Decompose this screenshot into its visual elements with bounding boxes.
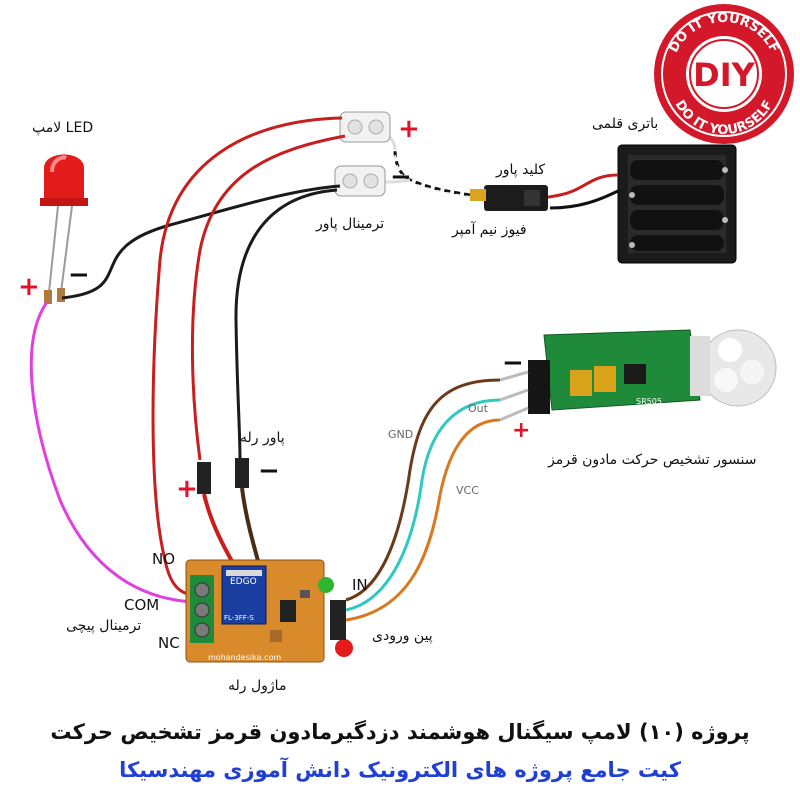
vcc-label: VCC [456, 484, 479, 497]
battery-label: باتری قلمی [592, 116, 659, 132]
badge-center-text: DIY [693, 56, 755, 94]
minus-sign-terminal: − [390, 162, 412, 192]
led-label: لامپ LED [32, 120, 94, 136]
no-label: NO [152, 550, 176, 568]
caption-title: پروژه (۱۰) لامپ سیگنال هوشمند دزدگیرمادو… [50, 720, 750, 744]
relay-module-label: ماژول رله [228, 678, 287, 694]
power-terminal-top [339, 111, 391, 143]
nc-label: NC [158, 634, 180, 652]
plus-sign-relay: + [176, 474, 198, 504]
power-switch-label: کلید پاور [496, 162, 546, 178]
power-terminal-label: ترمینال پاور [316, 216, 385, 232]
minus-sign-sensor: − [502, 348, 524, 378]
pir-sensor [528, 329, 777, 414]
com-label: COM [124, 596, 160, 614]
gnd-label: GND [388, 428, 414, 441]
pcb-site-text: mohandesika.com [208, 653, 281, 662]
relay-part-text: FL-3FF-S [224, 614, 254, 622]
sensor-board-text: SR505 [636, 397, 662, 406]
caption-subtitle: کیت جامع پروژه های الکترونیک دانش آموزی … [119, 758, 681, 782]
in-label: IN [352, 576, 368, 594]
plus-sign-terminal: + [398, 114, 420, 144]
relay-power-label: پاور رله [240, 430, 285, 446]
fuse-label: فیوز نیم آمپر [452, 222, 527, 238]
minus-sign-led: − [68, 260, 90, 290]
sensor-label: سنسور تشخیص حرکت مادون قرمز [548, 452, 757, 468]
led-lamp [40, 154, 88, 304]
input-pins-label: پین ورودی [372, 628, 433, 644]
relay-module [185, 559, 353, 663]
power-terminal-bottom [334, 165, 386, 197]
power-switch [470, 185, 548, 211]
plus-sign-sensor: + [512, 418, 531, 443]
plus-sign-led: + [18, 272, 40, 302]
minus-sign-relay: − [258, 456, 280, 486]
out-label: Out [468, 402, 488, 415]
diy-badge [654, 4, 794, 144]
battery-holder [617, 144, 737, 264]
relay-brand-text: EDGO [230, 577, 257, 587]
screw-terminal-label: ترمینال پیچی [66, 618, 142, 634]
